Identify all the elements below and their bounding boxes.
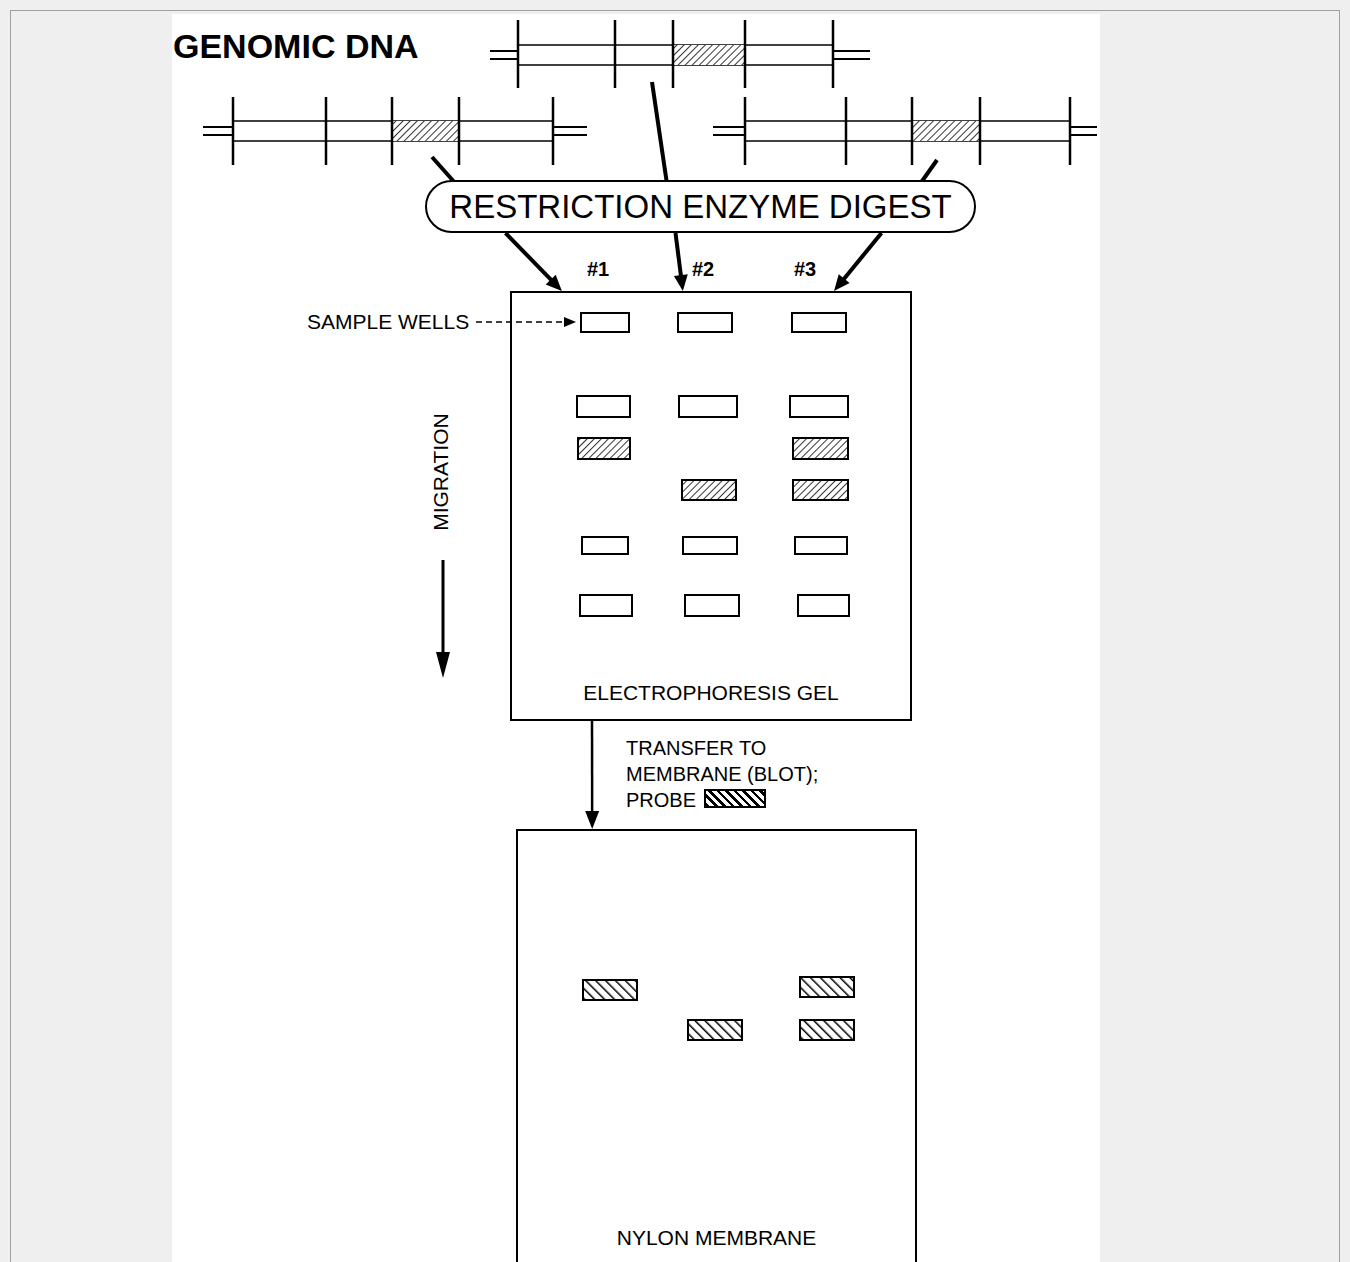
connector-arrow: [585, 721, 599, 829]
transfer-label: TRANSFER TO MEMBRANE (BLOT); PROBE: [626, 735, 864, 813]
membrane-bands: [583, 977, 854, 1040]
lane-number: #1: [587, 258, 609, 281]
arrowhead: [674, 274, 688, 291]
arrowhead: [546, 275, 562, 291]
connector-arrow: [834, 233, 881, 291]
connector-arrow: [674, 233, 688, 291]
migration-label: MIGRATION: [429, 413, 453, 530]
label-text: #3: [794, 258, 816, 280]
title-label: GENOMIC DNA: [173, 27, 419, 66]
lane-number: #3: [794, 258, 816, 281]
dna-strand: [490, 20, 870, 88]
node-text: NYLON MEMBRANE: [518, 1226, 915, 1250]
label-text: MIGRATION: [429, 413, 452, 530]
arrowhead: [585, 811, 599, 829]
connector-line: [843, 233, 882, 280]
sample-wells-pointer: [476, 317, 576, 327]
connector-arrow: [506, 233, 562, 291]
digest-lead-lines: [432, 82, 937, 184]
dna-strand: [203, 97, 587, 165]
migration-arrow: [436, 560, 450, 678]
probe-swatch: [704, 789, 766, 808]
arrowhead: [834, 274, 850, 291]
node-text: RESTRICTION ENZYME DIGEST: [449, 188, 951, 226]
lane-number: #2: [692, 258, 714, 281]
nylon-membrane: NYLON MEMBRANE: [516, 829, 917, 1262]
label-text: #1: [587, 258, 609, 280]
node-text: ELECTROPHORESIS GEL: [512, 681, 910, 705]
label-text: GENOMIC DNA: [173, 27, 419, 65]
label-text: SAMPLE WELLS: [307, 310, 469, 333]
digest-box: RESTRICTION ENZYME DIGEST: [425, 180, 976, 233]
electrophoresis-gel: ELECTROPHORESIS GEL: [510, 291, 912, 721]
sample-wells-label: SAMPLE WELLS: [307, 310, 469, 334]
label-text: #2: [692, 258, 714, 280]
connector-line: [506, 233, 553, 281]
connector-line: [676, 233, 682, 277]
dna-strand: [713, 97, 1097, 165]
white-panel: [172, 14, 1100, 1262]
connector-line: [591, 721, 594, 813]
gel-bands: [577, 313, 849, 616]
